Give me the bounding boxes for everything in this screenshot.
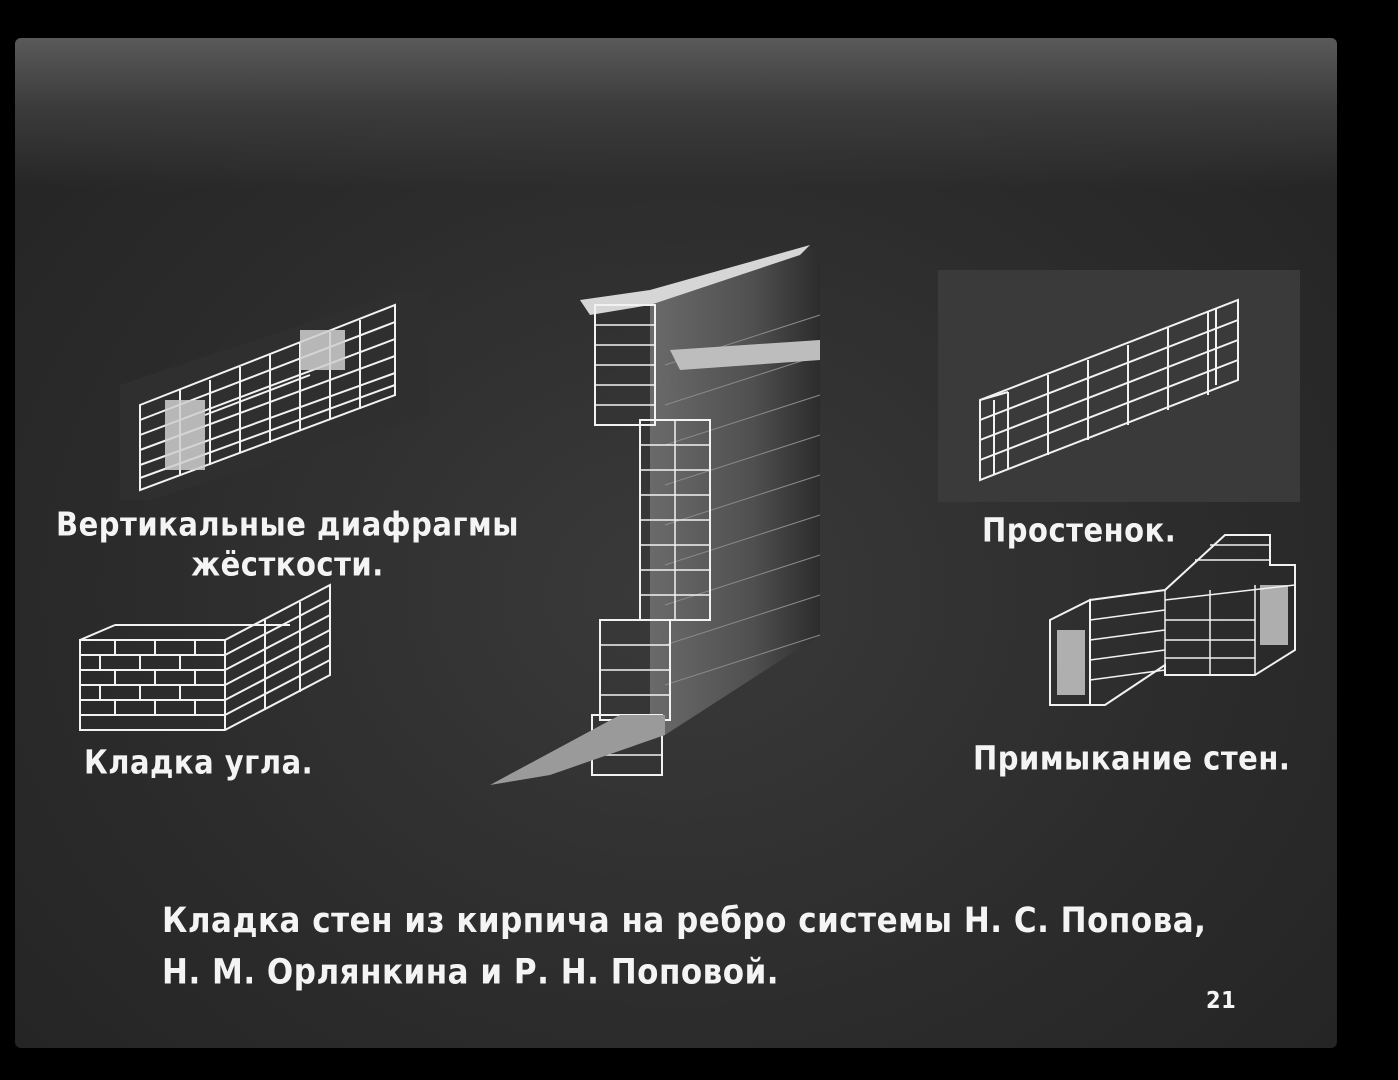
caption-line1: Кладка стен из кирпича на ребро системы … <box>162 900 1207 941</box>
caption: Кладка стен из кирпича на ребро системы … <box>162 895 1206 998</box>
junction-label: Примыкание стен. <box>973 739 1291 778</box>
wall-junction-illustration <box>1049 534 1296 706</box>
page-number: 21 <box>1206 986 1237 1014</box>
diaphragm-label: Вертикальные диафрагмы жёсткости. <box>40 504 535 585</box>
slide-frame <box>15 38 1337 1048</box>
diaphragm-label-line1: Вертикальные диафрагмы <box>55 505 519 544</box>
caption-line2: Н. М. Орлянкина и Р. Н. Поповой. <box>162 952 780 993</box>
top-fade <box>15 38 1337 188</box>
wall-section-illustration <box>490 245 821 785</box>
corner-masonry-illustration <box>79 583 331 731</box>
diaphragm-wall-illustration <box>120 290 430 500</box>
pier-label: Простенок. <box>982 511 1177 550</box>
corner-label: Кладка угла. <box>84 743 314 782</box>
pier-illustration <box>938 270 1300 502</box>
diaphragm-label-line2: жёсткости. <box>191 545 384 584</box>
